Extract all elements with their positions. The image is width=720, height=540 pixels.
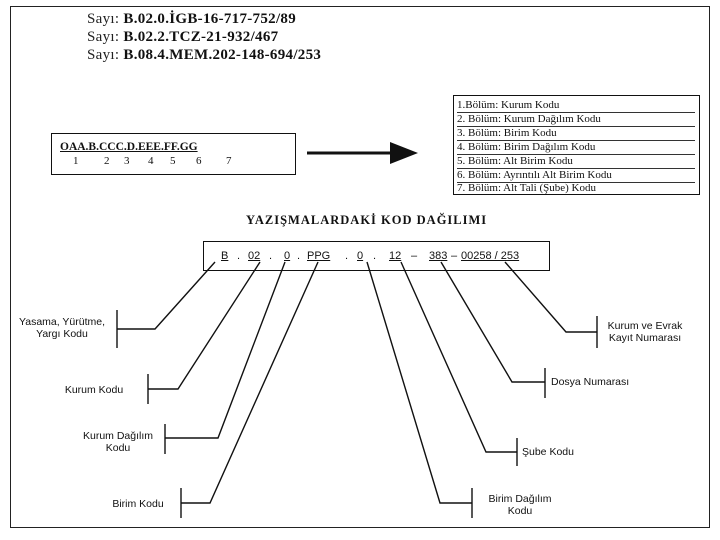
- format-index-1: 1: [73, 155, 79, 167]
- format-index-7: 7: [226, 155, 232, 167]
- code-segment-kurum-dagilim: 0: [284, 250, 291, 262]
- header-line-1: Sayı: B.02.0.İGB-16-717-752/89: [87, 11, 296, 28]
- format-index-5: 5: [170, 155, 176, 167]
- format-index-6: 6: [196, 155, 202, 167]
- connector-dosya: [440, 261, 545, 383]
- header-line-1-prefix: Sayı:: [87, 11, 120, 27]
- label-kurum: Kurum Kodu: [64, 384, 124, 396]
- code-segment-birim-dagilim: 0: [357, 250, 364, 262]
- connector-kurum-dagilim: [165, 261, 286, 439]
- format-code: OAA.B.CCC.D.EEE.FF.GG: [60, 141, 198, 153]
- code-dash: –: [411, 250, 418, 262]
- code-segment-sube: 12: [389, 250, 402, 262]
- format-index-3: 3: [124, 155, 130, 167]
- legend-item-1: 1.Bölüm: Kurum Kodu: [457, 98, 695, 113]
- code-separator: .: [297, 250, 301, 262]
- legend-item-2: 2. Bölüm: Kurum Dağılım Kodu: [457, 112, 695, 127]
- label-sube: Şube Kodu: [522, 446, 574, 458]
- connector-birim-dagilim: [366, 261, 472, 504]
- legend-item-6: 6. Bölüm: Ayrıntılı Alt Birim Kodu: [457, 168, 695, 183]
- legend-item-7: 7. Bölüm: Alt Tali (Şube) Kodu: [457, 182, 596, 194]
- code-segment-dosya: 383: [429, 250, 448, 262]
- legend-item-3: 3. Bölüm: Birim Kodu: [457, 126, 695, 141]
- format-index-4: 4: [148, 155, 154, 167]
- header-line-3-value: B.08.4.MEM.202-148-694/253: [123, 47, 322, 63]
- section-title: YAZIŞMALARDAKİ KOD DAĞILIMI: [246, 213, 488, 227]
- code-separator: .: [269, 250, 273, 262]
- legend-item-4: 4. Bölüm: Birim Dağılım Kodu: [457, 140, 695, 155]
- header-line-2: Sayı: B.02.2.TCZ-21-932/467: [87, 29, 278, 46]
- code-dash: –: [451, 250, 458, 262]
- code-separator: .: [237, 250, 241, 262]
- header-line-3-prefix: Sayı:: [87, 47, 120, 63]
- connector-kurum-evrak: [504, 261, 597, 333]
- connector-yasama: [117, 261, 216, 330]
- connector-birim: [181, 261, 319, 504]
- arrow-icon: [307, 142, 418, 164]
- format-index-2: 2: [104, 155, 110, 167]
- code-segment-kurum: 02: [248, 250, 261, 262]
- code-segment-kayit: 00258 / 253: [461, 250, 520, 262]
- label-birim: Birim Kodu: [112, 498, 164, 510]
- header-line-3: Sayı: B.08.4.MEM.202-148-694/253: [87, 47, 321, 64]
- header-line-2-value: B.02.2.TCZ-21-932/467: [123, 29, 279, 45]
- connector-kurum: [148, 261, 261, 390]
- code-segment-birim: PPG: [307, 250, 331, 262]
- code-separator: .: [345, 250, 349, 262]
- label-kurum-evrak: Kurum ve Evrak Kayıt Numarası: [607, 320, 683, 344]
- example-code-box: B . 02 . 0 . PPG . 0 . 12 – 383 – 00258 …: [203, 241, 550, 271]
- code-separator: .: [373, 250, 377, 262]
- connector-sube: [400, 261, 517, 453]
- label-dosya: Dosya Numarası: [551, 376, 630, 388]
- legend-box: 1.Bölüm: Kurum Kodu 2. Bölüm: Kurum Dağı…: [453, 95, 700, 195]
- code-segment-b: B: [221, 250, 229, 262]
- diagram-frame: [10, 6, 710, 528]
- label-birim-dagilim: Birim Dağılım Kodu: [488, 493, 552, 517]
- label-kurum-dagilim: Kurum Dağılım Kodu: [82, 430, 154, 454]
- legend-item-5: 5. Bölüm: Alt Birim Kodu: [457, 154, 695, 169]
- format-box: OAA.B.CCC.D.EEE.FF.GG 1 2 3 4 5 6 7: [51, 133, 296, 175]
- header-line-1-value: B.02.0.İGB-16-717-752/89: [123, 11, 297, 27]
- header-line-2-prefix: Sayı:: [87, 29, 120, 45]
- label-yasama: Yasama, Yürütme, Yargı Kodu: [19, 316, 105, 340]
